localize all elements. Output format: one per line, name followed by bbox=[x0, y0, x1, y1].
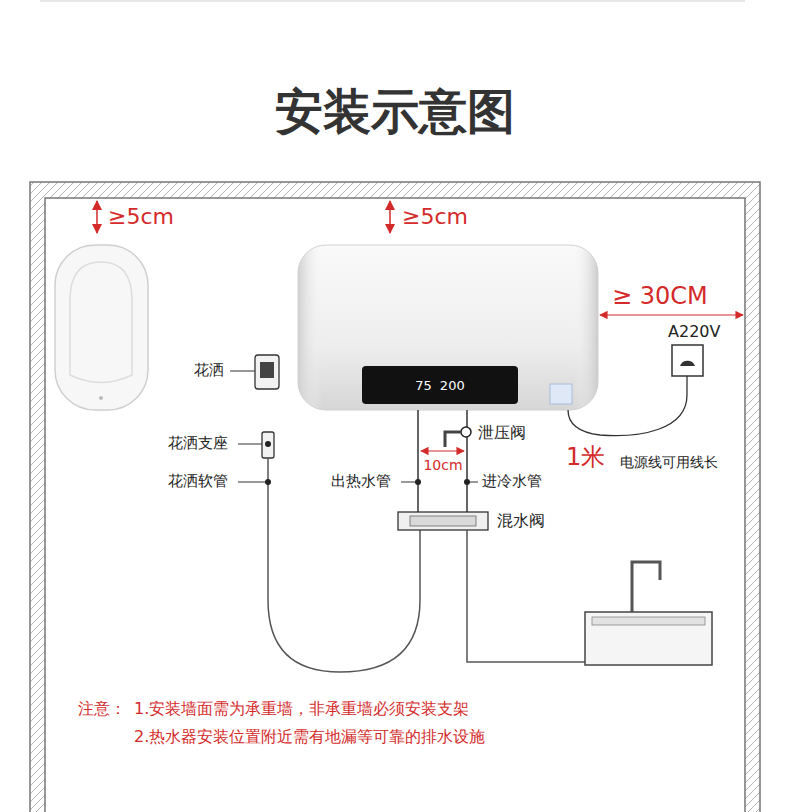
clearance-dimension: ≥ 30CM bbox=[612, 283, 708, 311]
cold-pipe bbox=[466, 410, 468, 427]
leader-dot bbox=[265, 441, 271, 447]
wall-outline bbox=[30, 182, 760, 812]
note-text: 1.安装墙面需为承重墙，非承重墙必须安装支架 bbox=[134, 700, 469, 718]
voltage-label: A220V bbox=[668, 323, 720, 341]
relief-valve-outlet bbox=[445, 432, 461, 447]
side-unit bbox=[55, 245, 148, 410]
leader-line bbox=[238, 444, 262, 445]
clearance-arrow bbox=[600, 314, 743, 315]
part-label: 花洒软管 bbox=[168, 473, 228, 490]
power-socket-hole bbox=[680, 361, 695, 366]
power-cable bbox=[568, 376, 687, 436]
clearance-dimension: ≥5cm bbox=[402, 204, 468, 229]
energy-sticker bbox=[550, 384, 572, 404]
hot-pipe bbox=[417, 410, 419, 512]
part-label: 花洒 bbox=[194, 362, 224, 379]
clearance-dimension: ≥5cm bbox=[108, 204, 174, 229]
sink-faucet bbox=[632, 562, 660, 612]
shower-holder bbox=[262, 432, 274, 458]
display-panel: 75 200 bbox=[362, 366, 518, 404]
page-title: 安装示意图 bbox=[275, 84, 515, 139]
part-label: 混水阀 bbox=[497, 512, 545, 530]
wall-hatch bbox=[745, 182, 760, 812]
cable-length: 1米 bbox=[566, 444, 605, 472]
part-label: 花洒支座 bbox=[168, 435, 228, 452]
leader-dot bbox=[415, 479, 421, 485]
part-label: 进冷水管 bbox=[482, 473, 542, 490]
cable-note: 电源线可用线长 bbox=[620, 454, 718, 470]
part-label: 出热水管 bbox=[331, 473, 391, 490]
note-text: 2.热水器安装位置附近需有地漏等可靠的排水设施 bbox=[134, 728, 485, 746]
display-reading: 75 bbox=[415, 378, 432, 393]
mixing-valve-body bbox=[410, 516, 476, 526]
spacing-arrow bbox=[421, 450, 464, 451]
water-heater-shade bbox=[298, 245, 598, 410]
leader-line bbox=[230, 371, 255, 372]
shower-hose bbox=[268, 458, 420, 672]
clearance-arrow bbox=[389, 201, 391, 233]
clearance-arrow bbox=[96, 201, 98, 233]
relief-valve bbox=[461, 427, 471, 437]
side-unit-dot bbox=[99, 396, 103, 400]
top-rule bbox=[40, 1, 745, 2]
wall-outline bbox=[45, 198, 745, 812]
shower-head bbox=[255, 355, 279, 389]
leader-dot bbox=[265, 479, 271, 485]
note-heading: 注意： bbox=[78, 700, 126, 718]
sink-rim bbox=[592, 617, 705, 625]
display-reading: 200 bbox=[440, 378, 465, 393]
supply-line bbox=[467, 530, 585, 662]
leader-dot bbox=[464, 479, 470, 485]
power-socket bbox=[672, 345, 703, 376]
sink bbox=[585, 612, 712, 665]
water-heater bbox=[298, 245, 598, 410]
leader-line bbox=[238, 482, 268, 483]
wall-hatch bbox=[30, 182, 45, 812]
shower-head-face bbox=[260, 362, 274, 378]
mixing-valve bbox=[398, 512, 488, 530]
part-label: 泄压阀 bbox=[478, 424, 526, 442]
side-unit-panel bbox=[70, 262, 132, 383]
wall-hatch bbox=[30, 182, 760, 198]
spacing-dimension: 10cm bbox=[423, 457, 462, 473]
cold-pipe bbox=[466, 437, 468, 512]
